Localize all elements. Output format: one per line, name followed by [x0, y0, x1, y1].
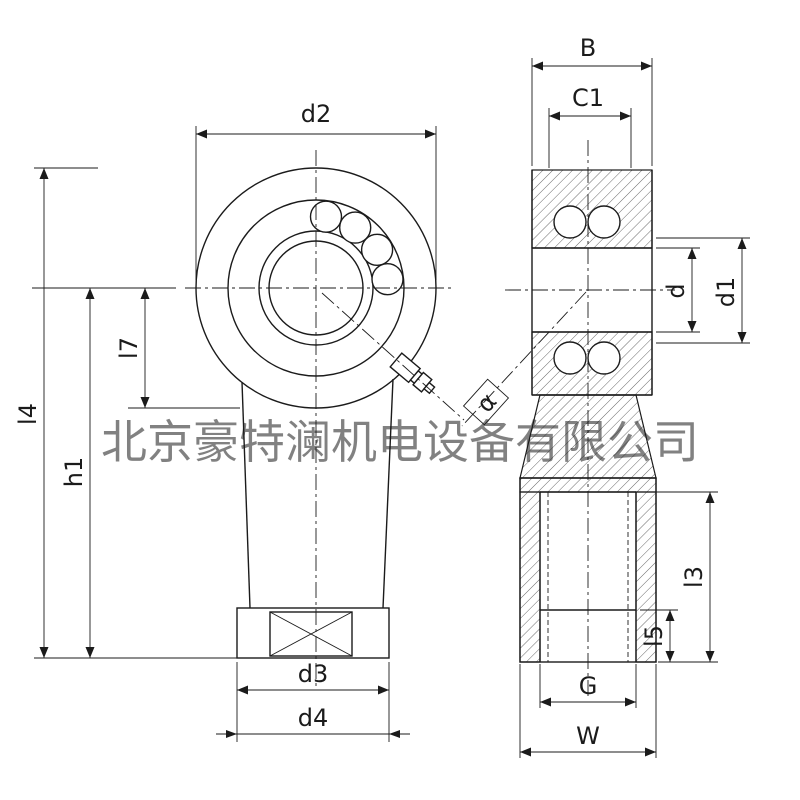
dim-d2: d2: [195, 100, 437, 280]
dim-label-W: W: [576, 722, 600, 750]
dim-d1: d1: [656, 237, 750, 344]
dim-W: W: [519, 664, 657, 758]
shank-right-edge: [382, 378, 394, 609]
grease-fitting-axis: [321, 292, 465, 421]
outer-ring-top-section: [531, 169, 653, 249]
shank-left-edge: [241, 381, 251, 609]
dim-h1: h1: [60, 288, 95, 658]
dim-label-d2: d2: [301, 100, 332, 128]
dim-label-C1: C1: [572, 84, 604, 112]
dim-label-l5: l5: [640, 625, 668, 647]
side-view: α: [461, 140, 675, 700]
dim-l3: l3: [640, 491, 718, 663]
dim-C1: C1: [548, 84, 632, 168]
dim-l7: l7: [32, 287, 240, 409]
dim-G: G: [539, 664, 637, 708]
dim-B: B: [531, 34, 653, 166]
dim-label-d1: d1: [712, 277, 740, 308]
ball-bottom-right: [587, 341, 621, 375]
dim-label-B: B: [580, 34, 596, 62]
dim-label-d4: d4: [298, 704, 329, 732]
ball-top-right: [587, 205, 621, 239]
dim-label-G: G: [579, 672, 598, 700]
wrench-flat-symbol: [269, 611, 353, 657]
misalignment-axis: [461, 291, 587, 427]
dim-l4: l4: [14, 167, 237, 659]
dim-label-d3: d3: [298, 660, 329, 688]
shank-base: [236, 607, 390, 659]
dim-d4: d4: [216, 704, 410, 738]
watermark-text: 北京豪特澜机电设备有限公司: [101, 415, 699, 469]
dim-label-l4: l4: [14, 403, 42, 425]
dim-d: d: [656, 247, 700, 333]
dim-label-h1: h1: [60, 457, 88, 487]
ball-top-left: [553, 205, 587, 239]
dim-label-l7: l7: [115, 337, 143, 359]
ball-row-front: [309, 200, 404, 296]
dim-label-d: d: [662, 283, 690, 298]
dim-d3: d3: [236, 660, 390, 742]
ball-bottom-left: [553, 341, 587, 375]
dim-label-l3: l3: [680, 566, 708, 588]
dim-l5: l5: [640, 609, 678, 662]
front-view: [185, 150, 465, 690]
